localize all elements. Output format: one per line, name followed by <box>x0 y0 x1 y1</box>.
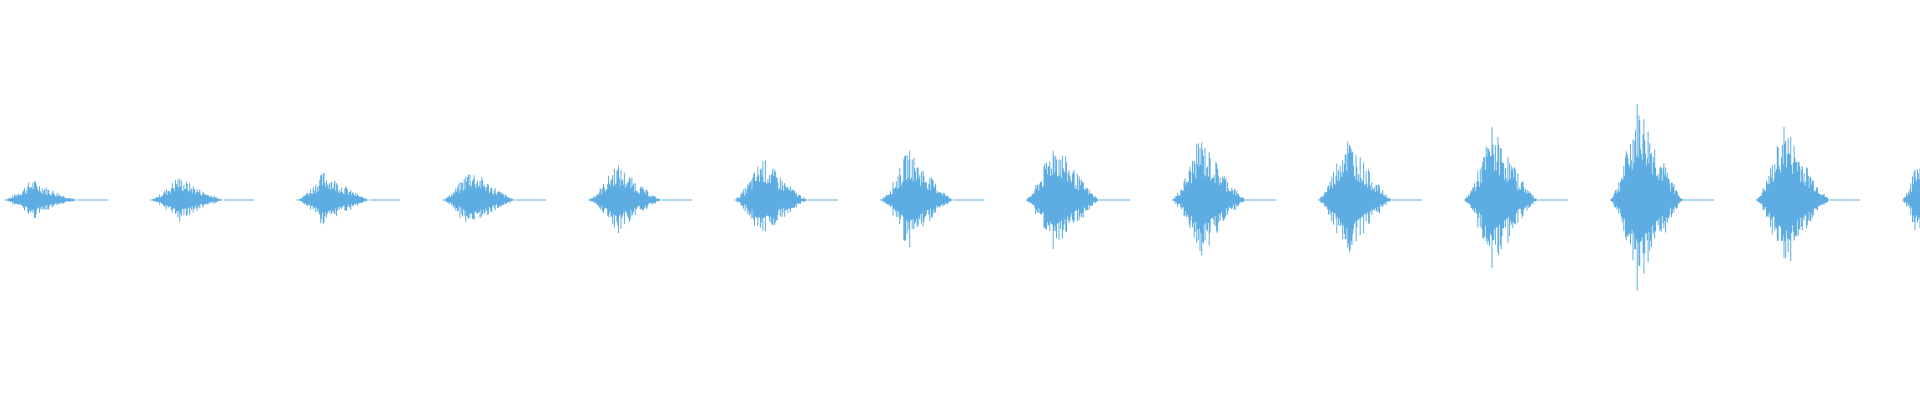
waveform-burst <box>441 174 546 222</box>
waveform-spikes <box>1025 150 1100 249</box>
waveform-burst <box>1609 104 1714 291</box>
waveform-spikes <box>1463 127 1538 269</box>
waveform-burst <box>1171 142 1276 256</box>
waveform-spikes <box>1901 168 1920 230</box>
waveform-spikes <box>149 178 224 222</box>
waveform-spikes <box>295 173 370 225</box>
waveform-burst <box>733 160 838 232</box>
waveform-burst <box>295 173 400 225</box>
waveform-spikes <box>879 150 954 248</box>
waveform-burst <box>149 178 254 222</box>
waveform-burst <box>1755 127 1860 262</box>
waveform-bursts <box>3 104 1920 291</box>
waveform-spikes <box>1609 104 1684 291</box>
waveform-burst <box>3 181 108 218</box>
waveform-spikes <box>441 174 516 222</box>
waveform-burst <box>1901 168 1920 230</box>
waveform-burst <box>1025 150 1130 249</box>
waveform-spikes <box>733 160 808 232</box>
waveform-spikes <box>1171 142 1246 256</box>
waveform-burst <box>879 150 984 248</box>
waveform-burst <box>587 165 692 233</box>
waveform-burst <box>1463 127 1568 269</box>
waveform-spikes <box>587 165 662 233</box>
waveform-spikes <box>1317 141 1392 253</box>
waveform-burst <box>1317 141 1422 253</box>
waveform-spikes <box>3 181 78 218</box>
waveform-spikes <box>1755 127 1830 262</box>
